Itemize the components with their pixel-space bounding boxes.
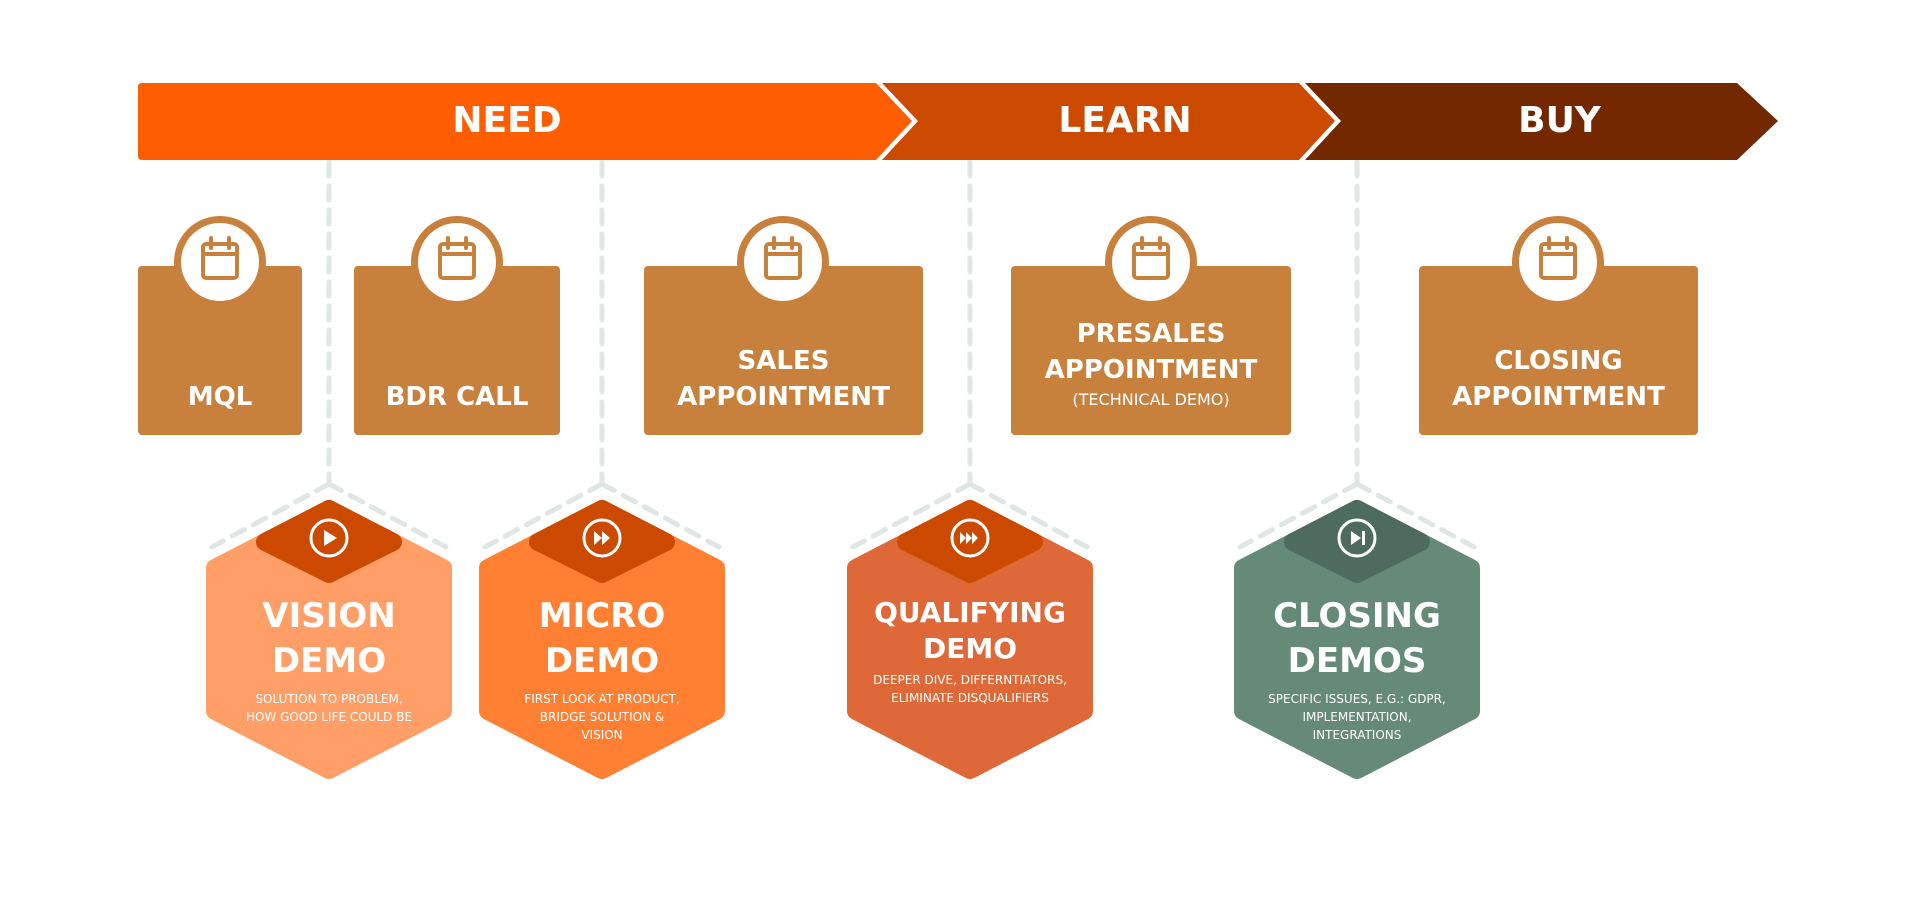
hex-closing-demos xyxy=(1234,500,1480,779)
demo-desc-line: SPECIFIC ISSUES, E.G.: GDPR, xyxy=(1268,692,1446,706)
card-title: BDR CALL xyxy=(385,382,529,412)
hex-vision-demo xyxy=(206,500,452,779)
triple-forward-icon xyxy=(950,518,990,558)
stage-learn-arrow xyxy=(882,83,1335,160)
demo-desc-line: FIRST LOOK AT PRODUCT, xyxy=(524,692,680,706)
card-sales xyxy=(644,266,923,435)
card-label-sales: SALES APPOINTMENT xyxy=(644,343,923,415)
stage-label-buy: BUY xyxy=(1518,100,1601,141)
card-title-line: PRESALES xyxy=(1076,319,1226,349)
connector-vision xyxy=(209,159,449,550)
stage-label-need: NEED xyxy=(452,100,562,141)
calendar-icon xyxy=(409,214,505,310)
demo-desc-line: VISION xyxy=(581,728,623,742)
stage-label-learn: LEARN xyxy=(1058,100,1192,141)
card-title-line: APPOINTMENT xyxy=(1452,382,1665,412)
card-note: (TECHNICAL DEMO) xyxy=(1072,390,1230,409)
demo-title-line: MICRO xyxy=(538,596,666,636)
card-title-line: SALES xyxy=(737,346,830,376)
demo-desc-line: SOLUTION TO PROBLEM, xyxy=(255,692,403,706)
demo-title-line: QUALIFYING xyxy=(874,596,1066,629)
demo-desc-line: DEEPER DIVE, DIFFERNTIATORS, xyxy=(873,673,1067,687)
demo-desc-line: BRIDGE SOLUTION & xyxy=(539,710,665,724)
demo-desc-line: INTEGRATIONS xyxy=(1312,728,1402,742)
demo-title-line: DEMO xyxy=(544,641,660,681)
card-label-presales: PRESALES APPOINTMENT (TECHNICAL DEMO) xyxy=(1011,316,1291,412)
hex-qualifying-demo xyxy=(847,500,1093,779)
stage-need-arrow xyxy=(138,83,912,160)
card-bdr-call xyxy=(354,266,560,435)
card-label-closing: CLOSING APPOINTMENT xyxy=(1419,343,1698,415)
card-title-line: APPOINTMENT xyxy=(1044,355,1258,385)
demo-label-closing: CLOSING DEMOS SPECIFIC ISSUES, E.G.: GDP… xyxy=(1237,594,1477,744)
calendar-icon xyxy=(1510,214,1606,310)
fast-forward-icon xyxy=(582,518,622,558)
demo-title-line: DEMOS xyxy=(1287,641,1427,681)
card-title-line: APPOINTMENT xyxy=(677,382,890,412)
demo-label-micro: MICRO DEMO FIRST LOOK AT PRODUCT, BRIDGE… xyxy=(482,594,722,744)
skip-forward-icon xyxy=(1337,518,1377,558)
connector-micro xyxy=(482,159,722,550)
stage-banner xyxy=(138,83,1778,160)
demo-label-qualifying: QUALIFYING DEMO DEEPER DIVE, DIFFERNTIAT… xyxy=(850,595,1090,707)
connector-closing xyxy=(1237,159,1477,550)
calendar-icon xyxy=(1103,214,1199,310)
hex-micro-demo xyxy=(479,500,725,779)
demo-label-vision: VISION DEMO SOLUTION TO PROBLEM, HOW GOO… xyxy=(209,594,449,726)
card-title: MQL xyxy=(187,382,253,412)
card-mql xyxy=(138,266,302,435)
card-label-mql: MQL xyxy=(138,379,302,415)
demo-title-line: VISION xyxy=(262,596,396,636)
card-closing xyxy=(1419,266,1698,435)
card-label-bdr-call: BDR CALL xyxy=(354,379,560,415)
demo-title-line: CLOSING xyxy=(1273,596,1441,636)
play-icon xyxy=(309,518,349,558)
demo-desc-line: HOW GOOD LIFE COULD BE xyxy=(245,710,413,724)
stage-buy-arrow xyxy=(1305,83,1778,160)
demo-title-line: DEMO xyxy=(922,632,1018,665)
connector-qualifying xyxy=(850,159,1090,550)
calendar-icon xyxy=(735,214,831,310)
dashed-connectors xyxy=(209,159,1477,550)
card-title-line: CLOSING xyxy=(1494,346,1623,376)
demo-desc-line: IMPLEMENTATION, xyxy=(1302,710,1412,724)
demo-title-line: DEMO xyxy=(271,641,387,681)
card-presales xyxy=(1011,266,1291,435)
demo-desc-line: ELIMINATE DISQUALIFIERS xyxy=(891,691,1049,705)
calendar-icon xyxy=(172,214,268,310)
appointment-cards xyxy=(138,266,1698,435)
